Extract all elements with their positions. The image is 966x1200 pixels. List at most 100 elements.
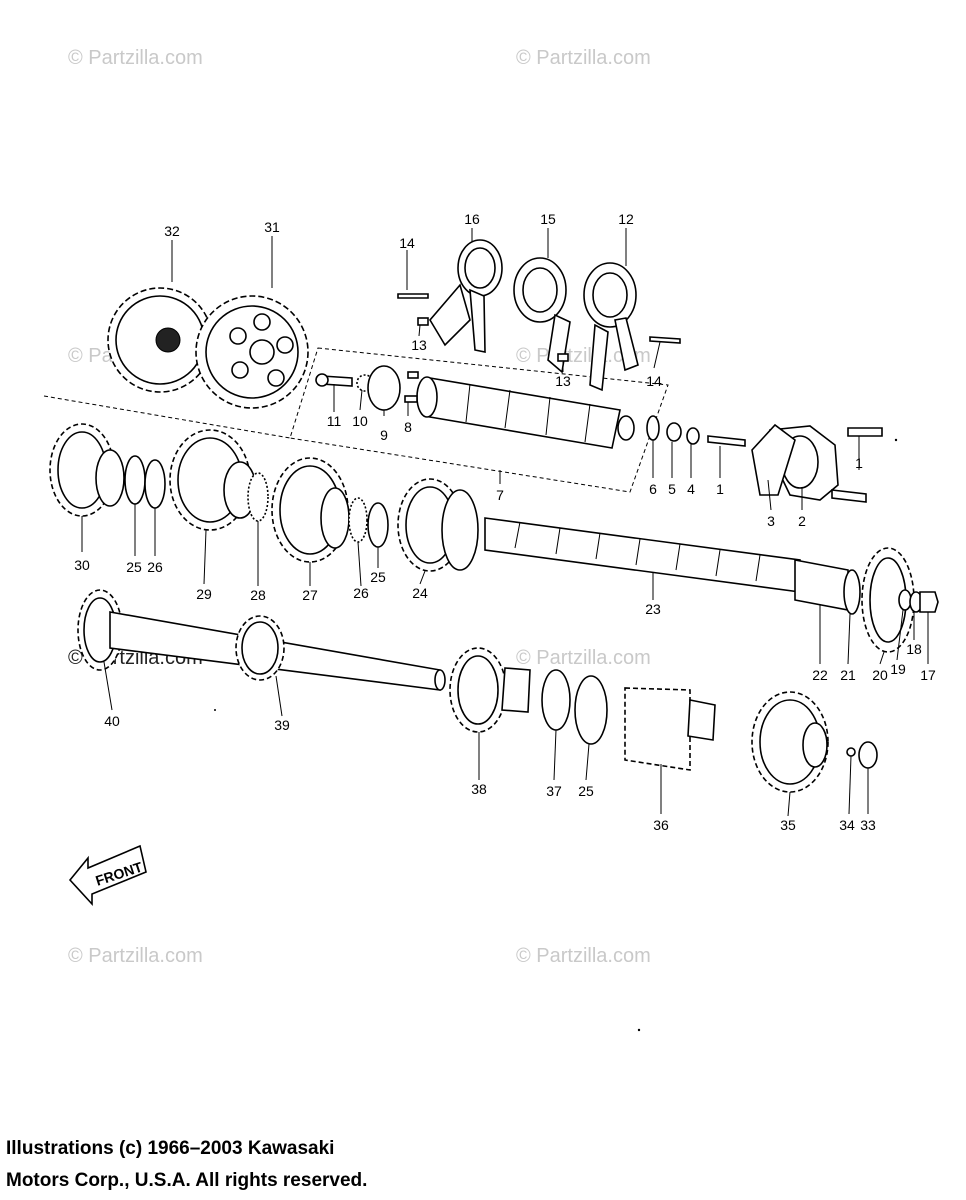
callout-1: 1	[855, 455, 863, 471]
callout-38: 38	[471, 781, 487, 797]
callout-36: 36	[653, 817, 669, 833]
gear-29	[169, 429, 257, 531]
bolt-1	[707, 435, 746, 447]
pin-14	[397, 293, 429, 299]
ball-34	[846, 747, 856, 757]
countershaft-23	[484, 517, 801, 593]
sleeve-22	[794, 559, 849, 611]
callout-26: 26	[353, 585, 369, 601]
speck	[214, 709, 216, 711]
plate-9	[367, 365, 401, 411]
circlip-37	[541, 669, 571, 731]
bolt-1	[831, 489, 867, 503]
gear-35	[751, 691, 829, 793]
shift-drum-7	[416, 376, 635, 449]
callout-21: 21	[840, 667, 856, 683]
callout-6: 6	[649, 481, 657, 497]
speck	[894, 438, 898, 442]
pin-13	[417, 317, 429, 326]
bolt-11-head	[315, 373, 329, 387]
gear-38	[449, 647, 531, 733]
callout-19: 19	[890, 661, 906, 677]
callout-33: 33	[860, 817, 876, 833]
shift-fork-12	[583, 262, 639, 392]
washer-6	[646, 415, 660, 441]
callout-10: 10	[352, 413, 368, 429]
callout-11: 11	[327, 413, 342, 429]
callout-25: 25	[578, 783, 594, 799]
callout-39: 39	[274, 717, 290, 733]
leader-lines	[81, 228, 929, 817]
callout-9: 9	[380, 427, 388, 443]
callout-26: 26	[147, 559, 163, 575]
callout-8: 8	[404, 419, 412, 435]
gear-24	[397, 478, 479, 572]
callout-5: 5	[668, 481, 676, 497]
washer-26	[348, 497, 368, 543]
gear-39	[235, 615, 285, 681]
shift-fork-15	[513, 257, 571, 374]
callout-22: 22	[812, 667, 828, 683]
watermark: © Partzilla.com	[516, 647, 651, 669]
gasket-3	[751, 423, 796, 496]
callout-7: 7	[496, 487, 504, 503]
gear-27	[271, 457, 350, 563]
callout-23: 23	[645, 601, 661, 617]
circlip-25	[124, 455, 146, 505]
gear-30	[49, 423, 125, 517]
shift-drum-group-outline	[289, 347, 669, 493]
watermark: © Partzilla.com	[516, 945, 651, 967]
gear-32	[107, 287, 213, 393]
callouts: 32 31 14 16 15 12 13 13 14 11 10 9 8 6 5…	[74, 211, 936, 833]
callout-35: 35	[780, 817, 796, 833]
callout-27: 27	[302, 587, 318, 603]
callout-30: 30	[74, 557, 90, 573]
callout-20: 20	[872, 667, 888, 683]
callout-15: 15	[540, 211, 556, 227]
callout-17: 17	[920, 667, 936, 683]
gear-31	[195, 295, 309, 409]
callout-2: 2	[798, 513, 806, 529]
callout-16: 16	[464, 211, 480, 227]
copyright-line-2: Motors Corp., U.S.A. All rights reserved…	[6, 1170, 368, 1191]
callout-25: 25	[126, 559, 142, 575]
callout-25: 25	[370, 569, 386, 585]
front-arrow-icon: FRONT	[68, 844, 147, 907]
copyright-notice: Illustrations (c) 1966–2003 Kawasaki Mot…	[6, 1133, 367, 1197]
shift-fork-16	[429, 239, 503, 353]
callout-13: 13	[555, 373, 571, 389]
washer-26	[144, 459, 166, 509]
copyright-line-1: Illustrations (c) 1966–2003 Kawasaki	[6, 1138, 335, 1159]
watermark: © Partzilla.com	[68, 47, 203, 69]
watermark: © Partzilla.com	[68, 945, 203, 967]
pin-13	[557, 353, 569, 362]
watermark: © Partzilla.com	[516, 47, 651, 69]
callout-14: 14	[646, 373, 662, 389]
callout-37: 37	[546, 783, 562, 799]
circlip-21	[843, 569, 861, 615]
pin-8	[407, 371, 419, 379]
circlip-25	[574, 675, 608, 745]
callout-28: 28	[250, 587, 266, 603]
callout-18: 18	[906, 641, 922, 657]
washer-5	[666, 422, 682, 442]
callout-24: 24	[412, 585, 428, 601]
callout-40: 40	[104, 713, 120, 729]
pin-14	[649, 336, 681, 344]
washer-4	[686, 427, 700, 445]
pin-8	[404, 395, 418, 403]
callout-14: 14	[399, 235, 415, 251]
circlip-25	[367, 502, 389, 548]
callout-31: 31	[264, 219, 280, 235]
bolt-1	[847, 427, 883, 437]
callout-13: 13	[411, 337, 427, 353]
callout-12: 12	[618, 211, 634, 227]
plug-33	[858, 741, 878, 769]
callout-29: 29	[196, 586, 212, 602]
callout-3: 3	[767, 513, 775, 529]
washer-19	[898, 589, 912, 611]
callout-34: 34	[839, 817, 855, 833]
bushing-28	[247, 472, 269, 522]
callout-1: 1	[716, 481, 724, 497]
